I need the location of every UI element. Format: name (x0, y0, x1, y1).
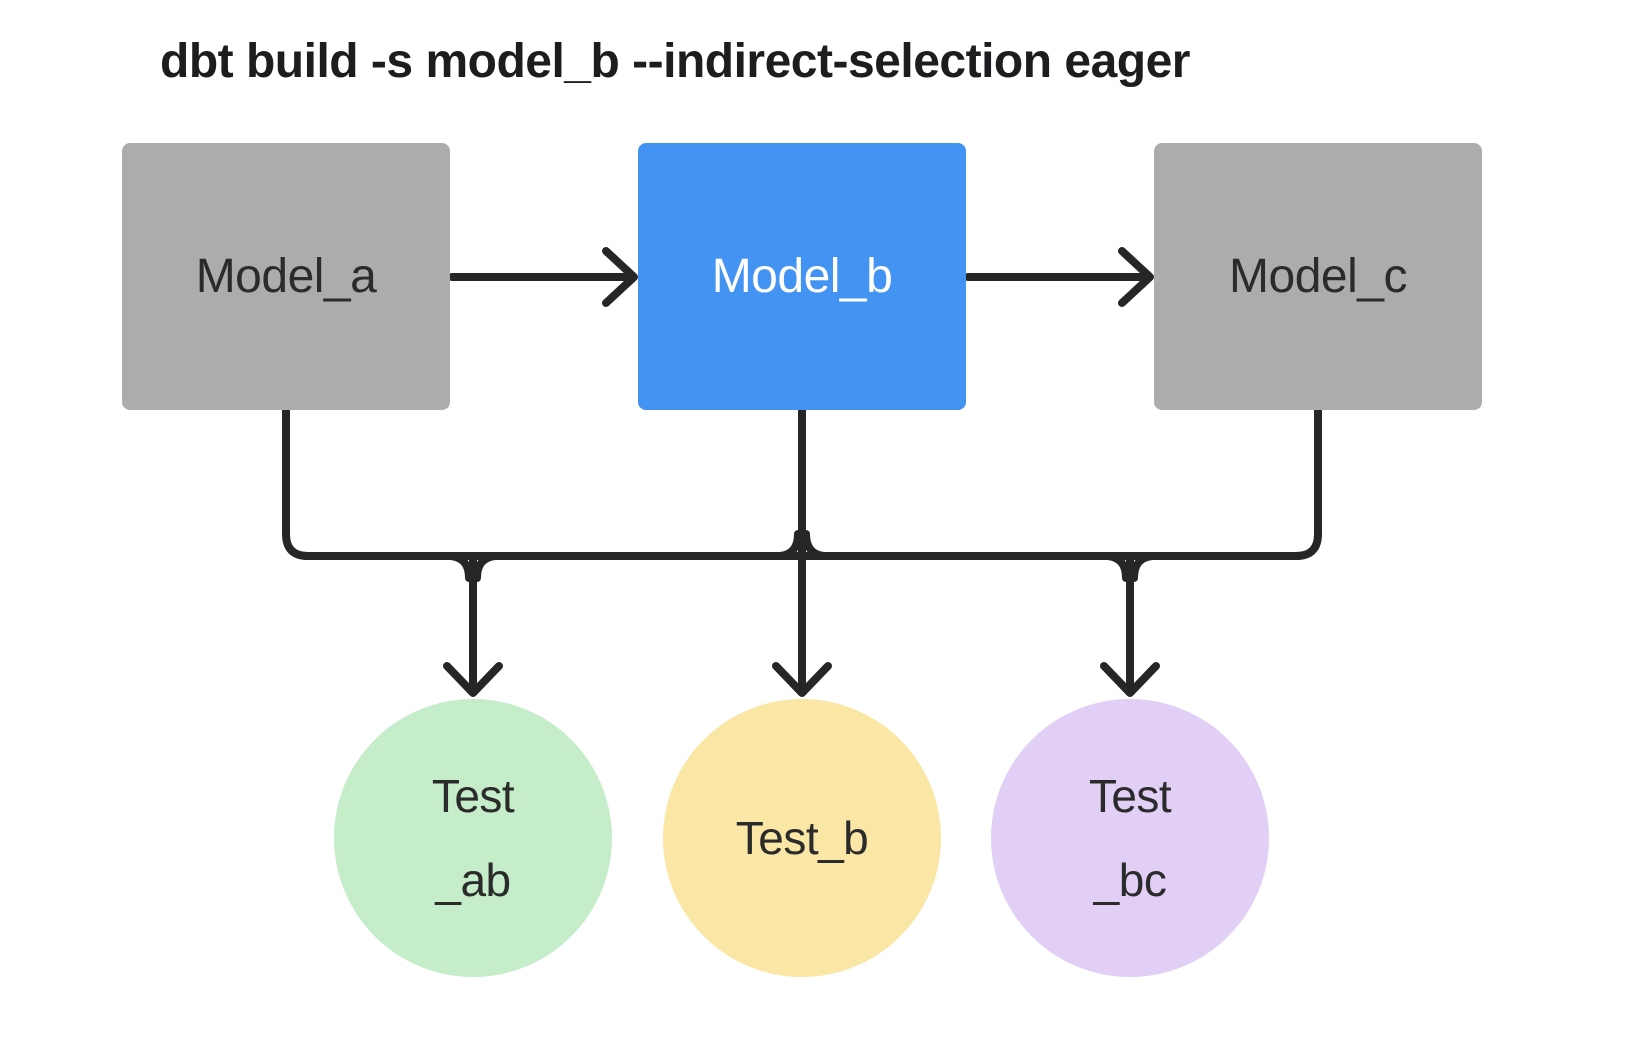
node-label-line: Test_b (735, 812, 869, 864)
diagram-title: dbt build -s model_b --indirect-selectio… (160, 35, 1190, 88)
edge-model-a-to-model-b (448, 247, 638, 307)
node-label-line: _bc (1093, 854, 1167, 906)
fillet (802, 530, 828, 560)
fillet (473, 552, 499, 582)
arrowhead-down-icon (1100, 662, 1160, 697)
fillet (1104, 552, 1130, 582)
drop-test-ab (443, 552, 503, 697)
arrowhead-down-icon (443, 662, 503, 697)
fillet (447, 552, 473, 582)
node-model-c: Model_c (1154, 143, 1482, 410)
node-label: Model_c (1229, 250, 1407, 303)
drop-test-bc (1100, 552, 1160, 697)
node-test-bc: Test _bc (991, 699, 1269, 977)
node-test-ab: Test _ab (334, 699, 612, 977)
node-label: Model_b (711, 250, 893, 303)
node-model-b: Model_b (638, 143, 966, 410)
node-label: Model_a (195, 250, 377, 303)
edge-model-b-to-model-c (964, 247, 1154, 307)
node-label-line: Test (1088, 770, 1172, 822)
arrowhead-right-icon (1118, 247, 1154, 307)
drop-test-b (772, 406, 832, 697)
fillet (1130, 552, 1156, 582)
node-label-line: _ab (435, 854, 511, 906)
node-model-a: Model_a (122, 143, 450, 410)
arrowhead-down-icon (772, 662, 832, 697)
node-test-b: Test_b (663, 699, 941, 977)
node-label-line: Test (431, 770, 515, 822)
fillet (776, 530, 802, 560)
arrowhead-right-icon (602, 247, 638, 307)
